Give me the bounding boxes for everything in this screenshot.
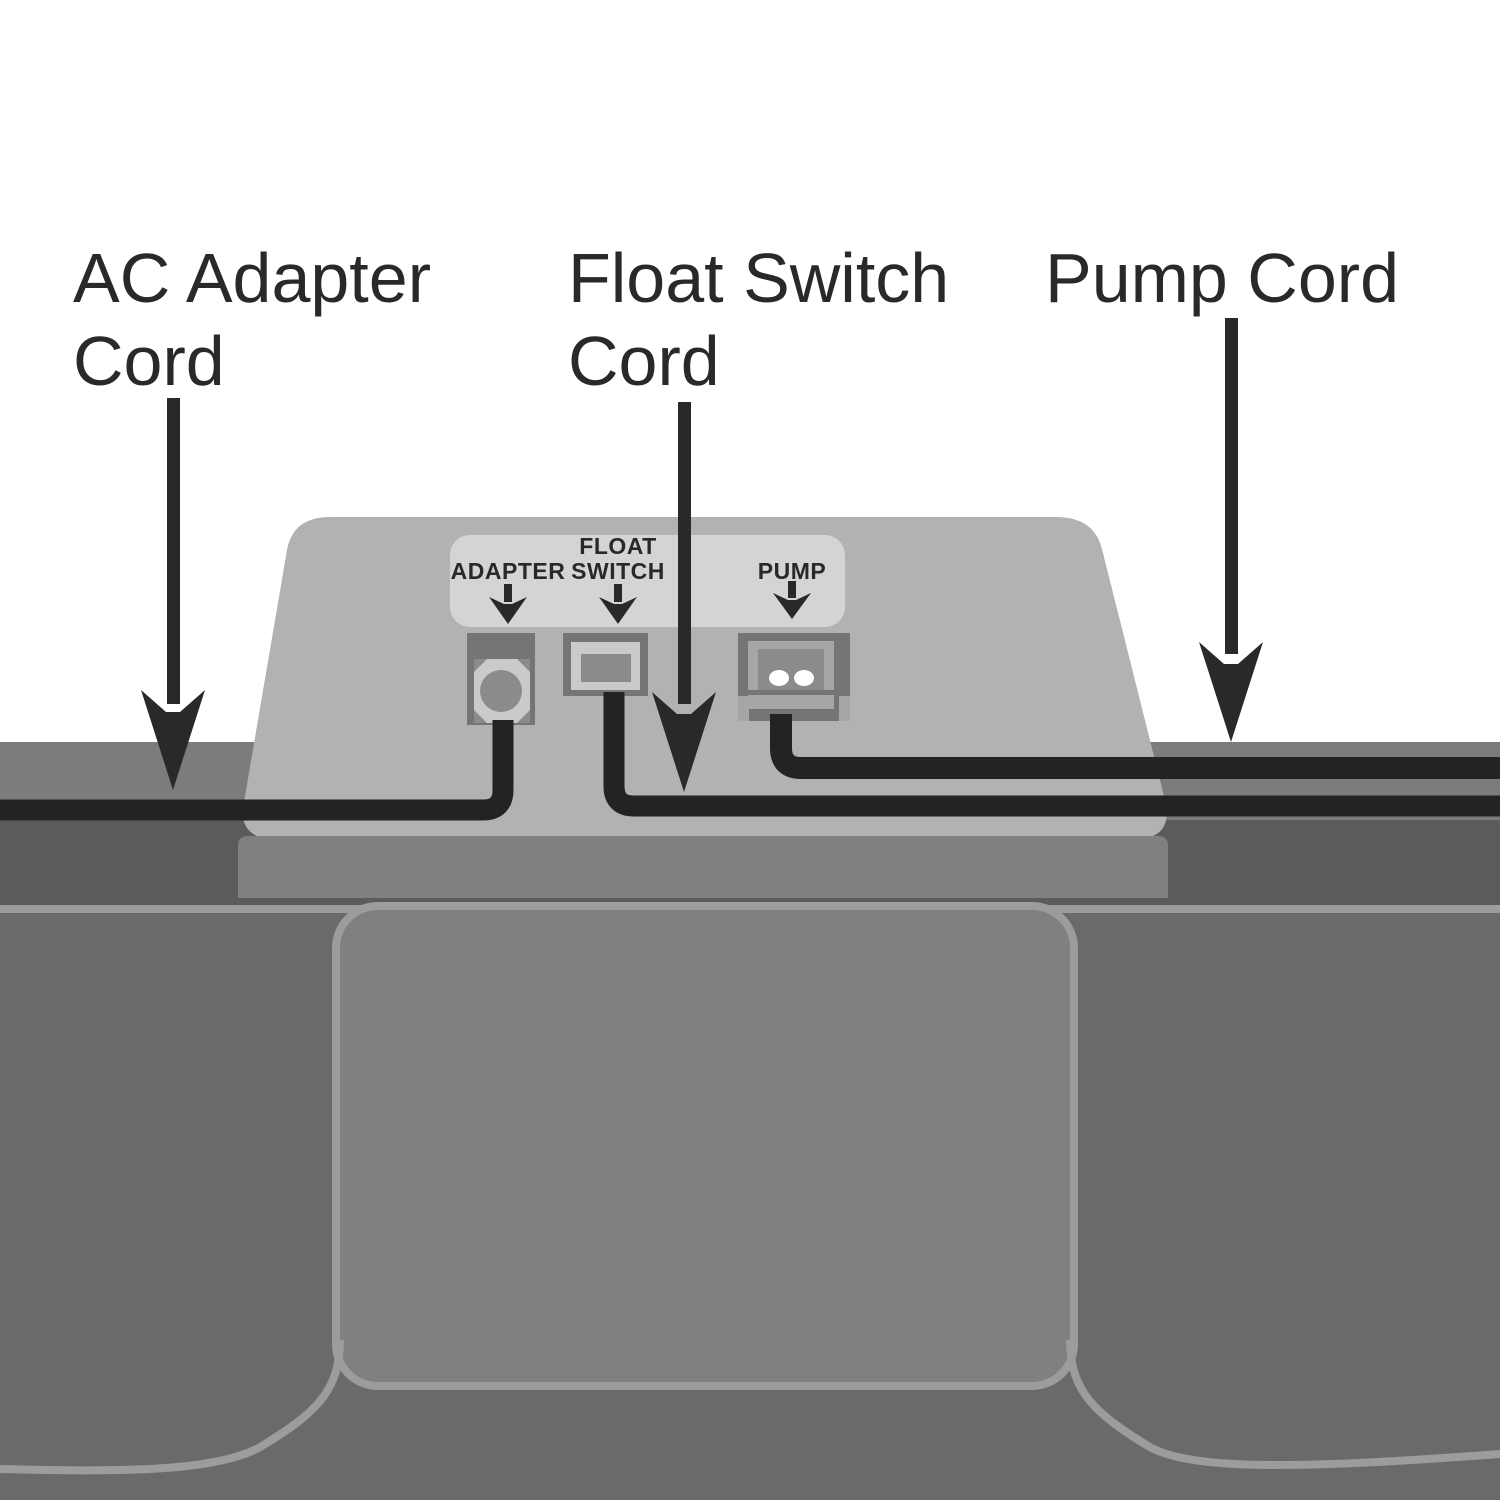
pump-callout-arrow-icon bbox=[1199, 318, 1263, 742]
adapter-port-label: ADAPTER bbox=[450, 558, 566, 584]
adapter-port bbox=[467, 633, 535, 725]
float-switch-port bbox=[563, 633, 648, 696]
float-switch-arrow-icon bbox=[599, 584, 637, 624]
pump-port bbox=[738, 633, 850, 721]
plate-arrow-icons bbox=[489, 581, 811, 624]
callout-arrows bbox=[141, 318, 1263, 792]
ac-adapter-callout-arrow-icon bbox=[141, 398, 205, 790]
lid-seam-right bbox=[1066, 1339, 1500, 1470]
ac-adapter-cord-label: AC Adapter Cord bbox=[73, 239, 431, 400]
pump-cord-label: Pump Cord bbox=[1045, 239, 1400, 317]
port-label-plate bbox=[450, 535, 845, 627]
pump-cord bbox=[770, 714, 1500, 779]
float-switch-cord-label: Float Switch Cord bbox=[568, 239, 950, 400]
pump-arrow-icon bbox=[773, 581, 811, 619]
controller-base-strip bbox=[238, 836, 1168, 898]
adapter-arrow-icon bbox=[489, 584, 527, 624]
float-switch-callout-arrow-icon bbox=[652, 402, 716, 792]
lid-center-panel bbox=[332, 902, 1078, 1390]
lid-seam-left bbox=[0, 1339, 344, 1475]
float-switch-cord bbox=[603, 692, 1500, 817]
float-switch-port-label: FLOAT SWITCH bbox=[571, 533, 665, 584]
ac-adapter-cord bbox=[0, 720, 514, 821]
pump-port-label: PUMP bbox=[757, 558, 827, 584]
